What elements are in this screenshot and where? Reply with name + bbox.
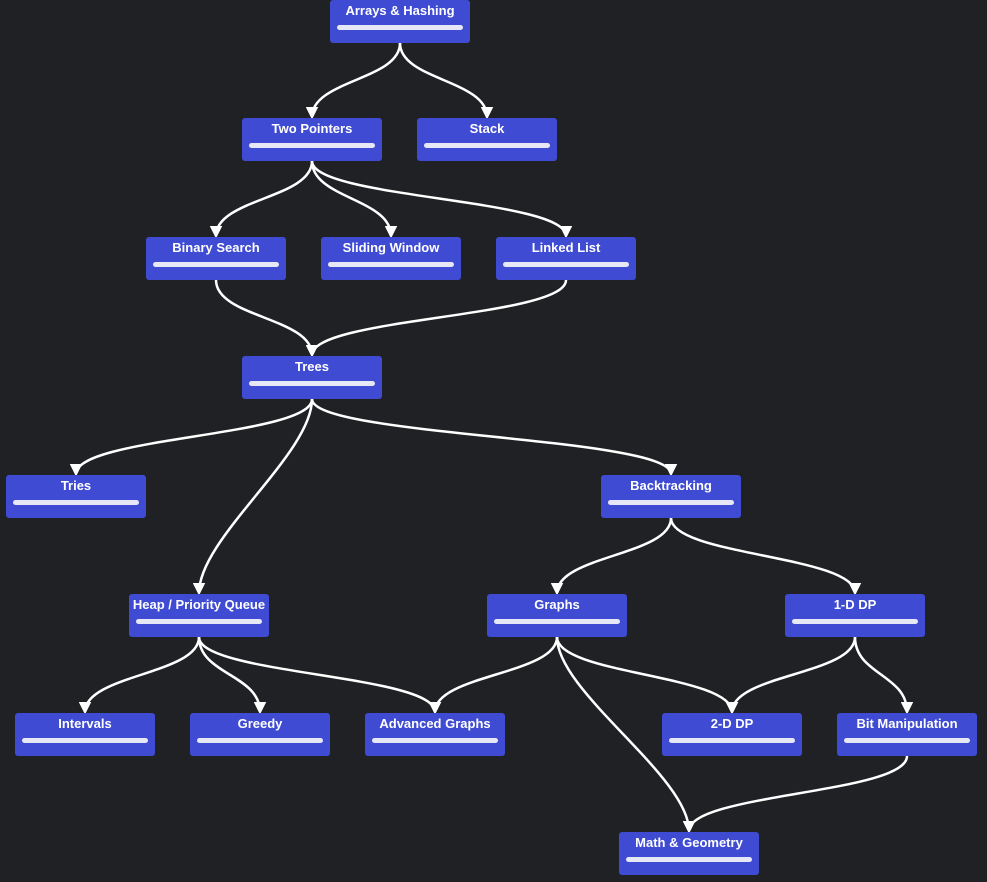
edge-heap-priority-queue-to-intervals	[78, 636, 201, 715]
node-trees[interactable]: Trees	[242, 356, 382, 399]
edge-two-pointers-to-linked-list	[310, 160, 573, 239]
node-label: Bit Manipulation	[856, 716, 958, 731]
progress-bar	[626, 857, 752, 862]
progress-bar	[669, 738, 795, 743]
edge-graphs-to-2d-dp	[555, 636, 739, 715]
node-label: Arrays & Hashing	[345, 3, 455, 18]
node-binary-search[interactable]: Binary Search	[146, 237, 286, 280]
edge-trees-to-heap-priority-queue	[192, 398, 314, 596]
node-intervals[interactable]: Intervals	[15, 713, 155, 756]
edge-backtracking-to-graphs	[550, 517, 673, 596]
progress-bar	[13, 500, 139, 505]
node-label: Intervals	[58, 716, 112, 731]
progress-bar	[249, 143, 375, 148]
progress-bar	[249, 381, 375, 386]
node-label: Two Pointers	[271, 121, 353, 136]
progress-bar	[337, 25, 463, 30]
node-label: Sliding Window	[342, 240, 440, 255]
node-label: Heap / Priority Queue	[132, 597, 266, 612]
node-advanced-graphs[interactable]: Advanced Graphs	[365, 713, 505, 756]
edge-heap-priority-queue-to-greedy	[197, 636, 267, 715]
node-tries[interactable]: Tries	[6, 475, 146, 518]
edge-arrays-hashing-to-stack	[398, 42, 494, 120]
node-label: Tries	[60, 478, 92, 493]
progress-bar	[792, 619, 918, 624]
edge-two-pointers-to-sliding-window	[310, 160, 398, 239]
node-2d-dp[interactable]: 2-D DP	[662, 713, 802, 756]
node-label: Binary Search	[172, 240, 260, 255]
progress-bar	[608, 500, 734, 505]
node-label: Graphs	[534, 597, 580, 612]
node-label: 1-D DP	[833, 597, 877, 612]
edge-bit-manipulation-to-math-geometry	[682, 755, 909, 834]
progress-bar	[424, 143, 550, 148]
edge-binary-search-to-trees	[214, 279, 319, 358]
node-math-geometry[interactable]: Math & Geometry	[619, 832, 759, 875]
progress-bar	[844, 738, 970, 743]
node-label: Backtracking	[630, 478, 712, 493]
edge-1d-dp-to-2d-dp	[725, 636, 857, 715]
edge-graphs-to-advanced-graphs	[428, 636, 559, 715]
edge-arrays-hashing-to-two-pointers	[305, 42, 402, 120]
node-bit-manipulation[interactable]: Bit Manipulation	[837, 713, 977, 756]
node-label: 2-D DP	[710, 716, 754, 731]
edge-1d-dp-to-bit-manipulation	[853, 636, 914, 715]
node-label: Greedy	[237, 716, 283, 731]
edge-graphs-to-math-geometry	[555, 636, 696, 834]
node-sliding-window[interactable]: Sliding Window	[321, 237, 461, 280]
edge-trees-to-backtracking	[310, 398, 678, 477]
progress-bar	[494, 619, 620, 624]
edge-backtracking-to-1d-dp	[669, 517, 862, 596]
node-arrays-hashing[interactable]: Arrays & Hashing	[330, 0, 470, 43]
node-backtracking[interactable]: Backtracking	[601, 475, 741, 518]
node-label: Advanced Graphs	[379, 716, 491, 731]
progress-bar	[197, 738, 323, 743]
progress-bar	[503, 262, 629, 267]
node-linked-list[interactable]: Linked List	[496, 237, 636, 280]
edge-heap-priority-queue-to-advanced-graphs	[197, 636, 442, 715]
node-stack[interactable]: Stack	[417, 118, 557, 161]
edge-trees-to-tries	[69, 398, 314, 477]
node-label: Linked List	[531, 240, 601, 255]
progress-bar	[22, 738, 148, 743]
node-label: Math & Geometry	[635, 835, 743, 850]
node-two-pointers[interactable]: Two Pointers	[242, 118, 382, 161]
progress-bar	[153, 262, 279, 267]
node-label: Stack	[469, 121, 505, 136]
node-label: Trees	[295, 359, 329, 374]
node-heap-priority-queue[interactable]: Heap / Priority Queue	[129, 594, 269, 637]
node-1d-dp[interactable]: 1-D DP	[785, 594, 925, 637]
progress-bar	[328, 262, 454, 267]
node-greedy[interactable]: Greedy	[190, 713, 330, 756]
progress-bar	[372, 738, 498, 743]
progress-bar	[136, 619, 262, 624]
edge-two-pointers-to-binary-search	[209, 160, 314, 239]
edge-linked-list-to-trees	[305, 279, 568, 358]
node-graphs[interactable]: Graphs	[487, 594, 627, 637]
